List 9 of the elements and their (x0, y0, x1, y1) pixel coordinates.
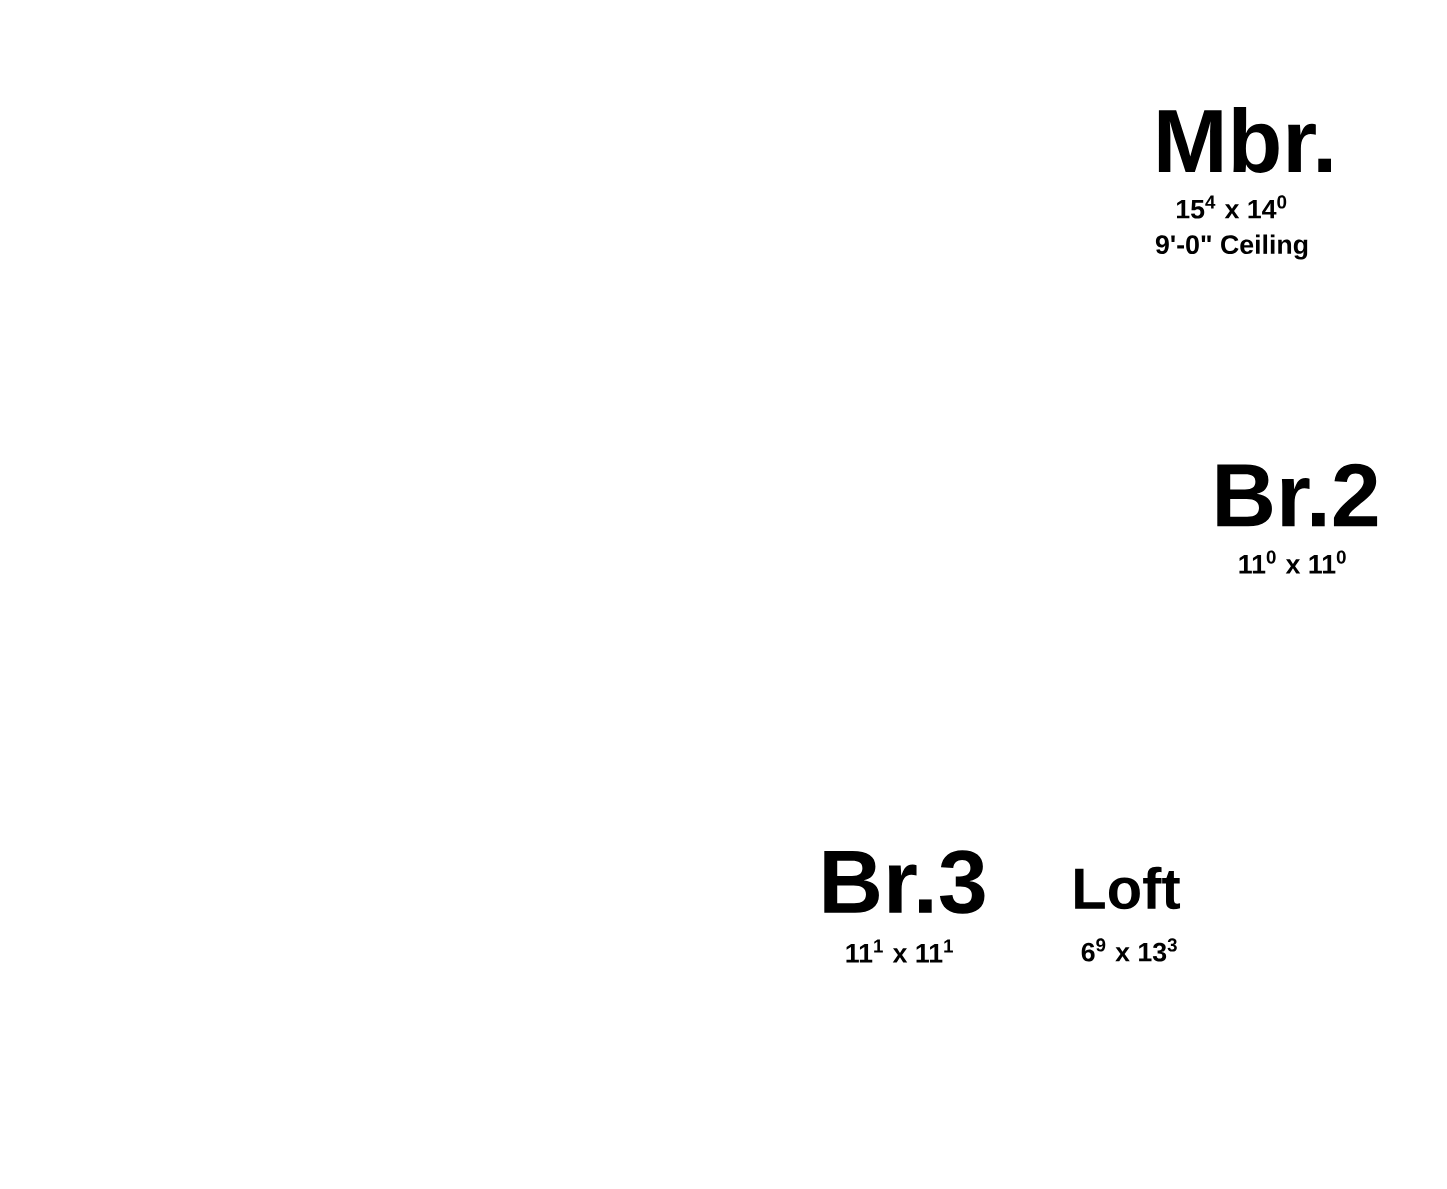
ceiling-height: 9'-0" Ceiling (1155, 234, 1308, 260)
room-name: Loft (1075, 866, 1180, 910)
room-name: Br.3 (824, 850, 985, 914)
room-dimensions: 6$^{9}$ x 13$^{3}$ (1081, 938, 1177, 962)
room-name: Mbr. (1158, 107, 1331, 173)
room-dimensions: 11$^{1}$ x 11$^{1}$ (846, 939, 953, 963)
room-dimensions: 11$^{0}$ x 11$^{0}$ (1239, 550, 1346, 574)
room-dimensions: 15$^{4}$ x 14$^{0}$ (1177, 195, 1287, 219)
room-name: Br.2 (1217, 463, 1378, 527)
